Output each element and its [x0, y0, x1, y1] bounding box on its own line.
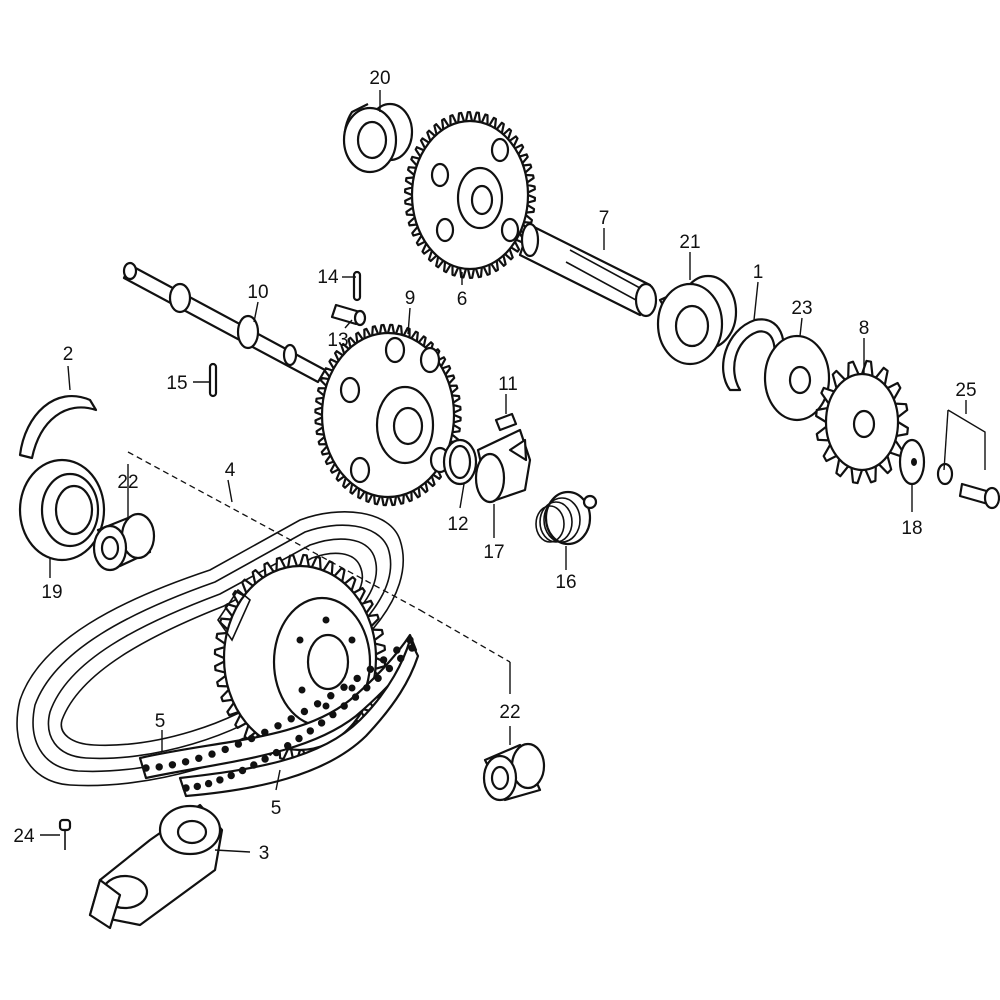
cam-collar: [474, 428, 532, 504]
chain-link: [406, 636, 414, 644]
screw-24: [58, 818, 72, 850]
chain-link: [261, 755, 269, 763]
snap-ring: [18, 394, 98, 460]
chain-link: [221, 745, 229, 754]
chain-link: [261, 728, 269, 736]
o-ring: [442, 438, 478, 486]
chain-link: [287, 715, 295, 723]
callout-21: 21: [679, 232, 700, 253]
needle-bearing-lower: [482, 742, 546, 802]
callout-16: 16: [555, 572, 576, 593]
chain-link: [208, 750, 216, 758]
callout-labels: 20 6 7 21 1 23 8 25 18 9 10 14 13 15 2 1…: [13, 68, 976, 864]
chain-link: [195, 754, 203, 762]
key: [494, 412, 518, 432]
chain-link: [366, 665, 375, 673]
chain-link: [155, 763, 163, 771]
callout-11: 11: [498, 374, 518, 395]
callout-18: 18: [901, 518, 922, 539]
chain-link: [300, 707, 309, 716]
chain-link: [317, 719, 326, 727]
callout-22-lower: 22: [499, 702, 520, 723]
chain-tensioner: [88, 803, 224, 930]
callout-6: 6: [457, 289, 468, 310]
callout-20: 20: [369, 68, 390, 89]
chain-link: [379, 656, 388, 664]
chain-link: [327, 692, 335, 700]
callout-4: 4: [225, 460, 236, 481]
callout-8: 8: [859, 318, 870, 339]
chain-link: [374, 674, 382, 682]
driven-gear: [314, 323, 462, 507]
callout-22-upper: 22: [117, 472, 138, 493]
spring: [535, 490, 598, 546]
drive-sprocket: [815, 359, 909, 485]
callout-25: 25: [955, 380, 976, 401]
chain-link: [408, 644, 416, 652]
chain-link: [234, 740, 243, 748]
oil-seal: [18, 458, 106, 562]
callout-5-lower: 5: [271, 798, 282, 819]
drive-chain: [138, 633, 420, 798]
chain-link: [329, 710, 337, 719]
chain-link: [340, 683, 348, 691]
chain-link: [351, 693, 360, 701]
callout-5-upper: 5: [155, 711, 166, 732]
chain-link: [168, 761, 177, 769]
spur-gear: [404, 111, 536, 279]
callout-9: 9: [405, 288, 416, 309]
callout-3: 3: [259, 843, 270, 864]
chain-link: [193, 782, 202, 791]
chain-link: [272, 748, 281, 757]
bolt-washer-set: [936, 462, 1000, 510]
chain-link: [216, 776, 224, 784]
callout-19: 19: [41, 582, 62, 603]
callout-2: 2: [63, 344, 74, 365]
callout-14: 14: [317, 267, 339, 288]
chain-link: [182, 784, 190, 792]
callout-17: 17: [483, 542, 504, 563]
callout-24: 24: [13, 826, 35, 847]
countershaft: [122, 261, 327, 384]
chain-link: [385, 664, 394, 673]
leader-lines: [40, 90, 986, 853]
chain-link: [247, 734, 256, 743]
chain-link: [227, 771, 235, 780]
chain-link: [181, 758, 190, 766]
chain-link: [238, 766, 247, 775]
chain-link: [353, 674, 361, 683]
chain-link: [306, 727, 314, 735]
callout-13: 13: [327, 330, 348, 351]
ball-bearing-21: [656, 274, 738, 366]
needle-bearing-upper: [92, 512, 156, 572]
output-shaft: [518, 222, 658, 318]
chain-link: [142, 764, 150, 772]
drive-belt: [16, 511, 404, 787]
washer-23: [763, 334, 831, 422]
dowel-pin-13: [330, 303, 367, 327]
chain-link: [397, 654, 405, 663]
chain-link: [250, 761, 258, 769]
callout-10: 10: [247, 282, 268, 303]
chain-link: [393, 646, 401, 654]
chain-link: [313, 700, 322, 708]
washer-18: [898, 438, 926, 486]
chain-link: [204, 779, 213, 788]
pin-15: [208, 362, 218, 398]
callout-7: 7: [599, 208, 610, 229]
callout-1: 1: [753, 262, 764, 283]
pin-14: [352, 270, 362, 302]
chain-link: [363, 684, 371, 692]
ball-bearing-20: [342, 102, 414, 174]
callout-12: 12: [447, 514, 468, 535]
callout-23: 23: [791, 298, 812, 319]
chain-link: [284, 742, 292, 750]
chain-link: [295, 734, 303, 743]
callout-15: 15: [166, 373, 187, 394]
chain-link: [274, 722, 282, 730]
chain-link: [340, 702, 348, 710]
